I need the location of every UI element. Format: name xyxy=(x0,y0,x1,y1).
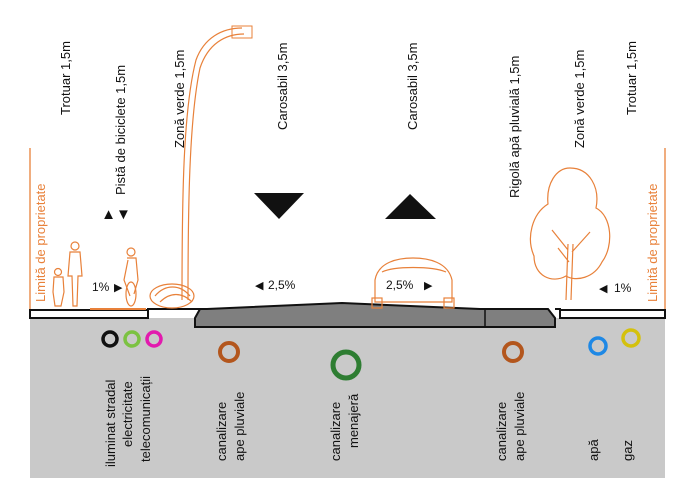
sidewalk-right xyxy=(559,309,666,319)
utility-menajera-circle xyxy=(330,349,362,381)
road-surface xyxy=(194,301,556,328)
utility-iluminat-circle xyxy=(101,330,119,348)
slope-sidewalk-left: 1% xyxy=(92,280,110,294)
slope-road-left: 2,5% xyxy=(268,278,296,292)
slope-arrow-road-right: ▶ xyxy=(424,280,433,292)
label-zona-verde-right: Zonă verde 1,5m xyxy=(572,50,587,148)
cyclist-figure xyxy=(123,247,139,307)
slope-road-right: 2,5% xyxy=(386,278,414,292)
label-carosabil-left: Carosabil 3,5m xyxy=(275,43,290,130)
utility-label-menajera-1: canalizare xyxy=(328,402,343,461)
bike-direction-symbol: ▲▼ xyxy=(101,206,131,223)
property-limit-left-label: Limită de proprietate xyxy=(33,183,48,302)
utility-pluviale-right-circle xyxy=(502,341,524,363)
utility-electricitate-circle xyxy=(123,330,141,348)
green-strip-left-surface xyxy=(147,308,200,318)
lane-direction-left-arrow xyxy=(254,193,304,219)
label-trotuar-right: Trotuar 1,5m xyxy=(624,41,639,115)
label-pista: Pistă de biciclete 1,5m xyxy=(113,65,128,195)
label-zona-verde-left: Zonă verde 1,5m xyxy=(172,50,187,148)
label-carosabil-right: Carosabil 3,5m xyxy=(405,43,420,130)
label-rigola: Rigolă apă pluvială 1,5m xyxy=(507,56,522,198)
utility-apa-circle xyxy=(588,336,608,356)
property-limit-right-label: Limită de proprietate xyxy=(645,183,660,302)
utility-label-iluminat: iluminat stradal xyxy=(103,379,118,467)
bush-left xyxy=(149,283,195,309)
utility-label-apa: apă xyxy=(586,439,601,461)
utility-label-pluviale-right-2: ape pluviale xyxy=(512,392,527,461)
utility-pluviale-left-circle xyxy=(218,341,240,363)
green-strip-right-surface xyxy=(555,308,561,318)
utility-label-pluviale-left-1: canalizare xyxy=(214,402,229,461)
tree-right xyxy=(529,167,611,301)
slope-arrow-sidewalk-left: ▶ xyxy=(114,282,123,294)
car-front xyxy=(371,257,455,309)
slope-arrow-sidewalk-right: ◀ xyxy=(599,283,608,295)
street-lamp xyxy=(181,25,253,301)
label-trotuar-left: Trotuar 1,5m xyxy=(58,41,73,115)
pedestrian-figures xyxy=(52,241,83,307)
lane-direction-right-arrow xyxy=(385,194,436,219)
utility-label-pluviale-right-1: canalizare xyxy=(494,402,509,461)
sidewalk-left xyxy=(29,309,149,319)
utility-label-electricitate: electricitate xyxy=(120,381,135,447)
utility-label-pluviale-left-2: ape pluviale xyxy=(232,392,247,461)
slope-arrow-road-left: ◀ xyxy=(255,280,264,292)
slope-sidewalk-right: 1% xyxy=(614,281,632,295)
utility-gaz-circle xyxy=(621,328,641,348)
utility-label-telecom: telecomunicații xyxy=(138,376,153,462)
utility-telecom-circle xyxy=(145,330,163,348)
utility-label-menajera-2: menajeră xyxy=(346,393,361,448)
utility-label-gaz: gaz xyxy=(620,440,635,461)
